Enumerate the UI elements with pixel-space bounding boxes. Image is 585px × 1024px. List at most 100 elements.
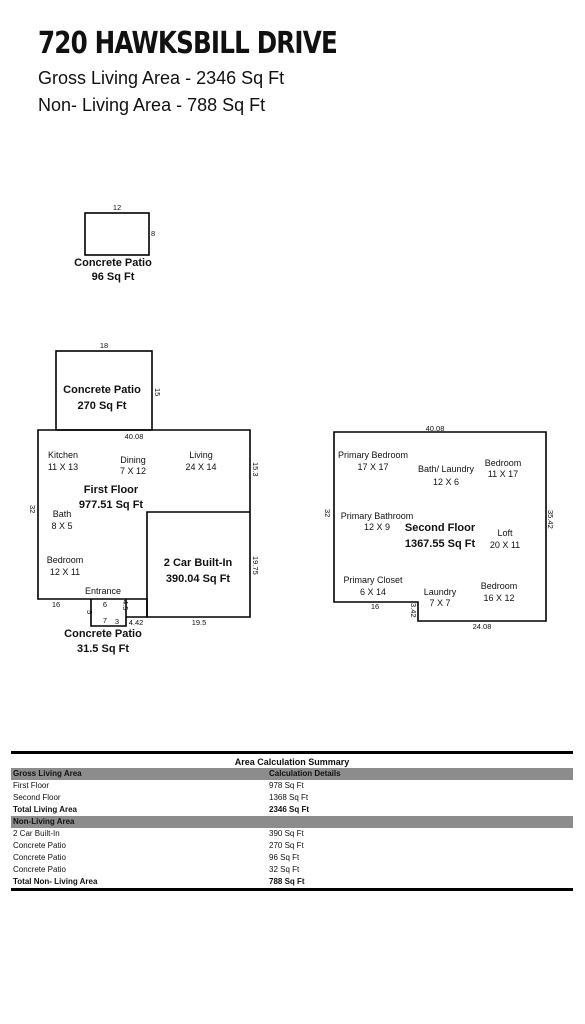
- bedroom-label: Bedroom: [47, 555, 84, 565]
- total-non-living-label: Total Non- Living Area: [13, 877, 98, 886]
- kitchen-size: 11 X 13: [48, 462, 78, 472]
- non-living-header: Non-Living Area: [13, 817, 75, 826]
- small-patio-name: Concrete Patio: [74, 257, 152, 269]
- table-row: 2 Car Built-In 390 Sq Ft: [11, 828, 573, 840]
- second-floor-bottom-left-dim: 16: [371, 602, 379, 611]
- rear-patio-depth: 15: [153, 388, 162, 396]
- row-name: First Floor: [13, 781, 49, 790]
- garage-outline: [146, 511, 250, 617]
- summary-caption: Area Calculation Summary: [234, 757, 350, 767]
- non-living-area-heading: Non- Living Area - 788 Sq Ft: [38, 95, 266, 115]
- entry-dim-4-5: 4.5: [121, 600, 130, 610]
- garage-bottom-dim: 19.5: [192, 618, 207, 627]
- table-row: Second Floor 1368 Sq Ft: [11, 792, 573, 804]
- dining-label: Dining: [120, 455, 146, 465]
- rear-patio-width: 18: [100, 341, 108, 350]
- row-value: 270 Sq Ft: [269, 841, 304, 850]
- loft-size: 20 X 11: [490, 540, 520, 550]
- first-floor-left-dim: 32: [28, 505, 37, 513]
- first-floor-label: First Floor: [84, 484, 139, 496]
- gross-living-header-row: Gross Living Area Calculation Details: [11, 768, 573, 780]
- entry-dim-6: 6: [103, 600, 107, 609]
- primary-closet-size: 6 X 14: [360, 587, 386, 597]
- laundry-size: 7 X 7: [429, 598, 450, 608]
- garage-right-dim: 19.75: [251, 556, 260, 575]
- table-row: Concrete Patio 96 Sq Ft: [11, 852, 573, 864]
- bedroom-size: 12 X 11: [50, 567, 80, 577]
- gross-living-area-heading: Gross Living Area - 2346 Sq Ft: [38, 68, 285, 88]
- total-living-label: Total Living Area: [13, 805, 78, 814]
- summary-top-rule: [11, 751, 573, 754]
- row-value: 390 Sq Ft: [269, 829, 304, 838]
- area-summary-table: Area Calculation Summary Gross Living Ar…: [11, 751, 573, 891]
- row-name: Concrete Patio: [13, 841, 66, 850]
- summary-bottom-rule: [11, 888, 573, 891]
- second-floor-left-dim: 32: [323, 509, 332, 517]
- row-name: 2 Car Built-In: [13, 829, 60, 838]
- rear-patio-area: 270 Sq Ft: [78, 400, 127, 412]
- second-floor-notch-dim: 3.42: [409, 603, 418, 618]
- primary-bath-size: 12 X 9: [364, 522, 390, 532]
- bedroom-a-label: Bedroom: [485, 458, 522, 468]
- row-name: Concrete Patio: [13, 865, 66, 874]
- small-patio-width: 12: [113, 203, 121, 212]
- calculation-details-header: Calculation Details: [269, 769, 341, 778]
- second-floor-area: 1367.55 Sq Ft: [405, 538, 476, 550]
- bedroom-b-label: Bedroom: [481, 581, 518, 591]
- property-address: 720 HAWKSBILL DRIVE: [38, 26, 338, 61]
- table-row: First Floor 978 Sq Ft: [11, 780, 573, 792]
- second-floor-right-dim: 35.42: [546, 510, 555, 529]
- first-floor-right-upper-dim: 15.3: [251, 462, 260, 477]
- row-name: Second Floor: [13, 793, 61, 802]
- entry-patio-outline: [90, 599, 127, 627]
- row-value: 1368 Sq Ft: [269, 793, 309, 802]
- floor-plan-diagram: 12 8 Concrete Patio 96 Sq Ft 18 15 Concr…: [28, 203, 555, 655]
- garage-area: 390.04 Sq Ft: [166, 573, 231, 585]
- first-floor-bottom-left-dim: 16: [52, 600, 60, 609]
- gross-living-header: Gross Living Area: [13, 769, 82, 778]
- row-value: 96 Sq Ft: [269, 853, 300, 862]
- bath-label: Bath: [53, 509, 72, 519]
- primary-bedroom-label: Primary Bedroom: [338, 450, 408, 460]
- first-floor-area: 977.51 Sq Ft: [79, 499, 144, 511]
- row-value: 978 Sq Ft: [269, 781, 304, 790]
- bath-laundry-size: 12 X 6: [433, 477, 459, 487]
- primary-bedroom-size: 17 X 17: [357, 462, 388, 472]
- laundry-label: Laundry: [424, 587, 457, 597]
- total-living-row: Total Living Area 2346 Sq Ft: [11, 804, 573, 816]
- entrance-label: Entrance: [85, 586, 121, 596]
- total-non-living-row: Total Non- Living Area 788 Sq Ft: [11, 876, 573, 888]
- total-living-value: 2346 Sq Ft: [269, 805, 310, 814]
- non-living-header-row: Non-Living Area: [11, 816, 573, 828]
- entry-dim-7: 7: [103, 616, 107, 625]
- row-name: Concrete Patio: [13, 853, 66, 862]
- table-row: Concrete Patio 270 Sq Ft: [11, 840, 573, 852]
- kitchen-label: Kitchen: [48, 450, 78, 460]
- living-label: Living: [189, 450, 213, 460]
- small-patio-outline: [84, 212, 150, 256]
- rear-patio-name: Concrete Patio: [63, 384, 141, 396]
- entry-dim-4-42: 4.42: [129, 618, 144, 627]
- total-non-living-value: 788 Sq Ft: [269, 877, 305, 886]
- bath-laundry-label: Bath/ Laundry: [418, 464, 475, 474]
- living-size: 24 X 14: [185, 462, 216, 472]
- dining-size: 7 X 12: [120, 466, 146, 476]
- bedroom-a-size: 11 X 17: [488, 469, 518, 479]
- small-patio-depth: 8: [151, 229, 155, 238]
- entry-patio-name: Concrete Patio: [64, 628, 142, 640]
- entry-dim-3: 3: [115, 617, 119, 626]
- loft-label: Loft: [497, 528, 513, 538]
- entry-patio-area: 31.5 Sq Ft: [77, 643, 129, 655]
- entry-dim-5: 5: [85, 610, 94, 614]
- row-value: 32 Sq Ft: [269, 865, 300, 874]
- bedroom-b-size: 16 X 12: [483, 593, 514, 603]
- garage-name: 2 Car Built-In: [164, 557, 233, 569]
- primary-closet-label: Primary Closet: [343, 575, 403, 585]
- second-floor-bottom-right-dim: 24.08: [473, 622, 492, 631]
- table-row: Concrete Patio 32 Sq Ft: [11, 864, 573, 876]
- small-patio-area: 96 Sq Ft: [92, 271, 135, 283]
- second-floor-top-dim: 40.08: [426, 424, 445, 433]
- primary-bath-label: Primary Bathroom: [341, 511, 414, 521]
- first-floor-top-dim: 40.08: [125, 432, 144, 441]
- bath-size: 8 X 5: [51, 521, 72, 531]
